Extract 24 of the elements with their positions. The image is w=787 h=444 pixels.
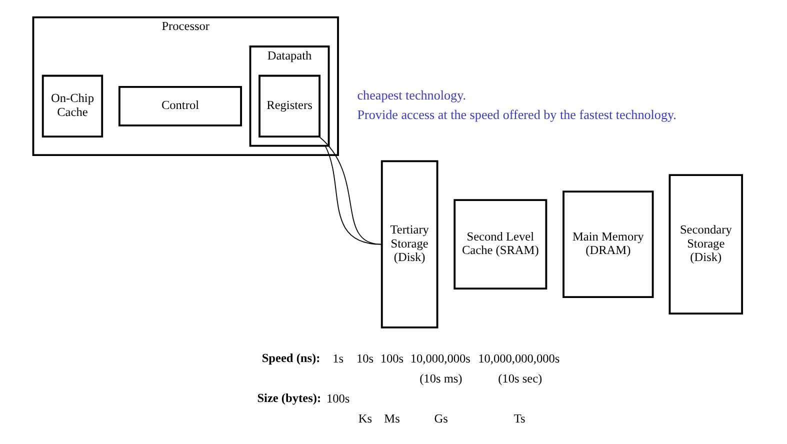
label: Ms — [384, 412, 400, 426]
connector — [318, 136, 382, 245]
label: 1s — [332, 352, 344, 366]
label: Gs — [434, 412, 448, 426]
label: Size (bytes): — [256, 390, 321, 405]
node-box: Secondary Storage (Disk) — [668, 174, 743, 315]
node-box: On-Chip Cache — [41, 74, 103, 138]
node-box: Registers — [258, 74, 320, 138]
label: Speed (ns): — [261, 350, 320, 365]
label: 10s — [356, 352, 374, 366]
label: Ks — [358, 412, 372, 426]
label: 10,000,000s — [410, 352, 470, 366]
label: (10s sec) — [498, 372, 542, 386]
label: Ts — [513, 412, 525, 426]
label: cheapest technology. — [356, 88, 466, 103]
node-box: Control — [118, 86, 242, 126]
label: 100s — [326, 392, 350, 406]
label: 100s — [380, 352, 404, 366]
label: 10,000,000,000s — [478, 352, 560, 366]
label: (10s ms) — [419, 372, 462, 386]
node-box: Second Level Cache (SRAM) — [453, 199, 547, 290]
node-box: Main Memory (DRAM) — [562, 190, 654, 298]
label: Provide access at the speed offered by the fastest technology. — [356, 106, 676, 122]
node-box: Tertiary Storage (Disk) — [380, 160, 438, 328]
